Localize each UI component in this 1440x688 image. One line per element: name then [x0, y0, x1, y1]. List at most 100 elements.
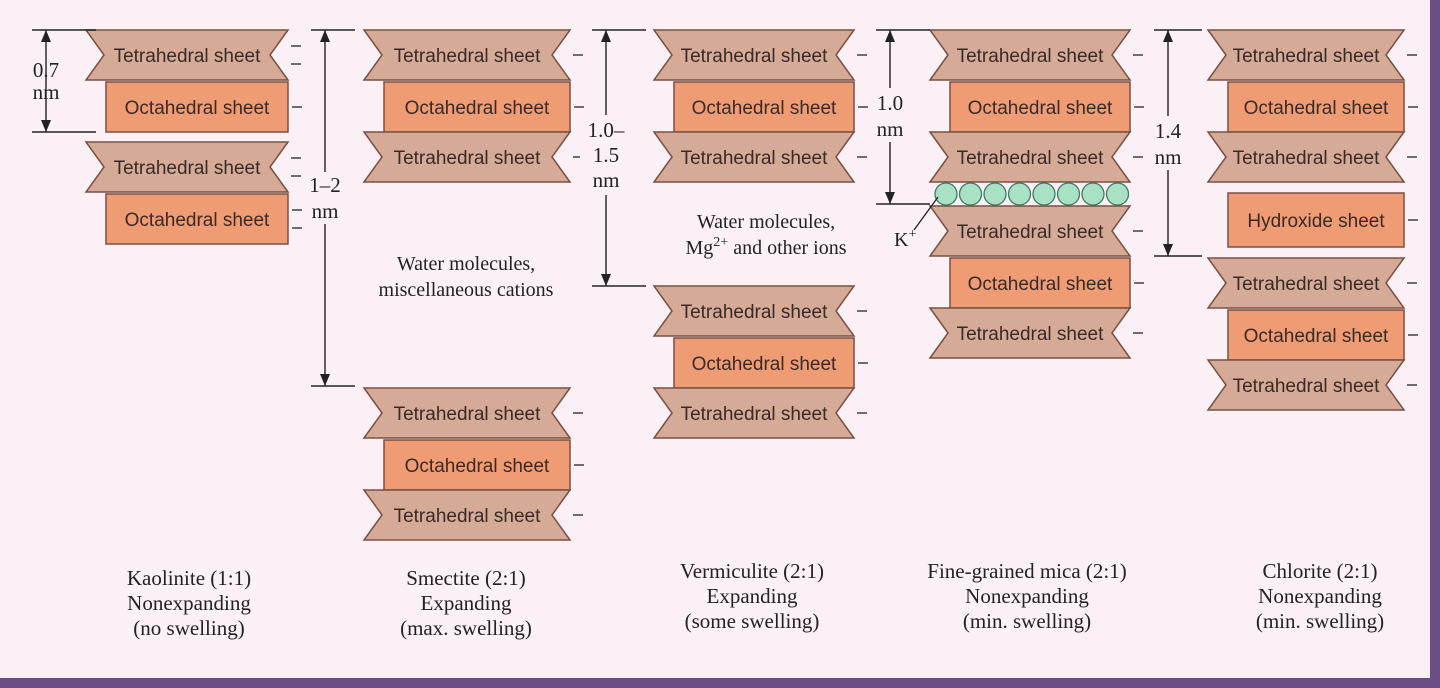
- potassium-ion: [1056, 182, 1081, 206]
- arrowhead-up: [41, 30, 51, 42]
- arrowhead-down: [601, 274, 611, 286]
- octahedral-sheet: Octahedral sheet: [383, 81, 584, 133]
- tetrahedral-sheet-label: Tetrahedral sheet: [1233, 148, 1381, 169]
- mica-caption-line: Fine-grained mica (2:1): [927, 559, 1126, 583]
- dimension-label-backdrop: [1148, 116, 1190, 170]
- potassium-label: K+: [894, 227, 916, 251]
- octahedral-sheet-shape: [673, 337, 855, 389]
- octahedral-sheet-shape: [673, 81, 855, 133]
- vermiculite-caption-line: Expanding: [707, 584, 798, 608]
- octahedral-sheet-label: Octahedral sheet: [405, 98, 550, 119]
- potassium-ion: [1032, 182, 1056, 206]
- octahedral-sheet-shape: [949, 257, 1131, 309]
- tetrahedral-sheet: Tetrahedral sheet: [928, 205, 1143, 257]
- tetrahedral-sheet-label: Tetrahedral sheet: [394, 148, 542, 169]
- tetrahedral-sheet: Tetrahedral sheet: [362, 489, 583, 541]
- potassium-ion: [983, 182, 1007, 206]
- tetrahedral-sheet-shape: [928, 307, 1132, 359]
- octahedral-sheet-shape: [1227, 309, 1405, 361]
- tetrahedral-sheet: Tetrahedral sheet: [1206, 257, 1417, 309]
- tetrahedral-sheet: Tetrahedral sheet: [928, 307, 1143, 359]
- tetrahedral-sheet-label: Tetrahedral sheet: [681, 302, 829, 323]
- smectite-interlayer-note: miscellaneous cations: [379, 279, 554, 301]
- potassium-ion-layer: [913, 182, 1130, 231]
- potassium-ion: [1007, 182, 1032, 206]
- potassium-ion: [1081, 182, 1105, 206]
- smectite-caption-line: Smectite (2:1): [406, 566, 526, 590]
- arrowhead-up: [601, 30, 611, 42]
- smectite-dimension-label: nm: [312, 199, 339, 223]
- hydroxide-sheet-shape: [1227, 192, 1405, 248]
- tetrahedral-sheet-label: Tetrahedral sheet: [114, 158, 262, 179]
- arrowhead-down: [1163, 244, 1173, 256]
- tetrahedral-sheet-shape: [1206, 257, 1406, 309]
- octahedral-sheet-label: Octahedral sheet: [1244, 98, 1389, 119]
- potassium-ion: [934, 182, 958, 206]
- frame-bottom-border: [0, 678, 1440, 688]
- mica-caption-line: Nonexpanding: [965, 584, 1089, 608]
- tetrahedral-sheet-shape: [652, 387, 856, 439]
- magnesium-symbol: Mg: [685, 237, 713, 259]
- frame-right-border: [1430, 0, 1440, 688]
- tetrahedral-sheet-label: Tetrahedral sheet: [681, 148, 829, 169]
- tetrahedral-sheet-label: Tetrahedral sheet: [957, 222, 1105, 243]
- octahedral-sheet: Octahedral sheet: [673, 337, 868, 389]
- octahedral-sheet: Octahedral sheet: [949, 257, 1144, 309]
- hydroxide-sheet: Hydroxide sheet: [1227, 192, 1418, 248]
- vermiculite-dimension-label: 1.0–: [588, 118, 625, 142]
- tetrahedral-sheet-label: Tetrahedral sheet: [1233, 46, 1381, 67]
- dimension-label-backdrop: [868, 88, 912, 142]
- mica-dimension-label: 1.0: [877, 91, 903, 115]
- other-ions-text: and other ions: [728, 237, 847, 259]
- tetrahedral-sheet-shape: [652, 131, 856, 183]
- octahedral-sheet: Octahedral sheet: [1227, 309, 1418, 361]
- octahedral-sheet-label: Octahedral sheet: [968, 274, 1113, 295]
- vermiculite-dimension-label: 1.5: [593, 143, 619, 167]
- tetrahedral-sheet-shape: [652, 285, 856, 337]
- tetrahedral-sheet-shape: [1206, 131, 1406, 183]
- tetrahedral-sheet: Tetrahedral sheet: [652, 131, 867, 183]
- octahedral-sheet-shape: [383, 439, 571, 491]
- tetrahedral-sheet-label: Tetrahedral sheet: [1233, 376, 1381, 397]
- tetrahedral-sheet: Tetrahedral sheet: [652, 29, 867, 81]
- tetrahedral-sheet-shape: [652, 29, 856, 81]
- chlorite-dimension-label: nm: [1155, 145, 1182, 169]
- smectite-caption-line: (max. swelling): [400, 616, 532, 640]
- tetrahedral-sheet: Tetrahedral sheet: [1206, 359, 1417, 411]
- tetrahedral-sheet: Tetrahedral sheet: [928, 131, 1143, 183]
- tetrahedral-sheet: Tetrahedral sheet: [652, 387, 867, 439]
- octahedral-sheet-label: Octahedral sheet: [1244, 326, 1389, 347]
- kaolinite-caption-line: Kaolinite (1:1): [127, 566, 251, 590]
- kaolinite-caption-line: (no swelling): [133, 616, 244, 640]
- tetrahedral-sheet-label: Tetrahedral sheet: [957, 148, 1105, 169]
- captions-layer: Kaolinite (1:1) Nonexpanding (no swelling)…: [127, 559, 1384, 640]
- arrowhead-up: [320, 30, 330, 42]
- vermiculite-interlayer-note: Mg2+ and other ions: [685, 235, 846, 259]
- vermiculite-interlayer-note: Water molecules,: [697, 211, 835, 233]
- tetrahedral-sheet-shape: [362, 387, 572, 439]
- tetrahedral-sheet-label: Tetrahedral sheet: [957, 46, 1105, 67]
- potassium-symbol: K: [894, 229, 909, 251]
- vermiculite-dimension-label: nm: [593, 168, 620, 192]
- tetrahedral-sheet: Tetrahedral sheet: [1206, 29, 1417, 81]
- tetrahedral-sheet-shape: [84, 141, 290, 193]
- tetrahedral-sheet-shape: [362, 489, 572, 541]
- tetrahedral-sheet-shape: [928, 29, 1132, 81]
- tetrahedral-sheet: Tetrahedral sheet: [362, 387, 583, 439]
- smectite-dimension-label: 1–2: [309, 173, 341, 197]
- octahedral-sheet-label: Octahedral sheet: [125, 98, 270, 119]
- chlorite-caption-line: Chlorite (2:1): [1263, 559, 1378, 583]
- tetrahedral-sheet-label: Tetrahedral sheet: [394, 506, 542, 527]
- dimension-label-backdrop: [580, 115, 632, 195]
- octahedral-sheet-label: Octahedral sheet: [968, 98, 1113, 119]
- octahedral-sheet-shape: [1227, 81, 1405, 133]
- chlorite-caption-line: (min. swelling): [1256, 609, 1384, 633]
- octahedral-sheet: Octahedral sheet: [105, 81, 302, 133]
- vermiculite-caption-line: Vermiculite (2:1): [680, 559, 824, 583]
- tetrahedral-sheet-label: Tetrahedral sheet: [394, 404, 542, 425]
- tetrahedral-sheet: Tetrahedral sheet: [84, 29, 301, 81]
- tetrahedral-sheet-shape: [1206, 359, 1406, 411]
- potassium-ion: [1105, 182, 1130, 206]
- tetrahedral-sheet-shape: [84, 29, 290, 81]
